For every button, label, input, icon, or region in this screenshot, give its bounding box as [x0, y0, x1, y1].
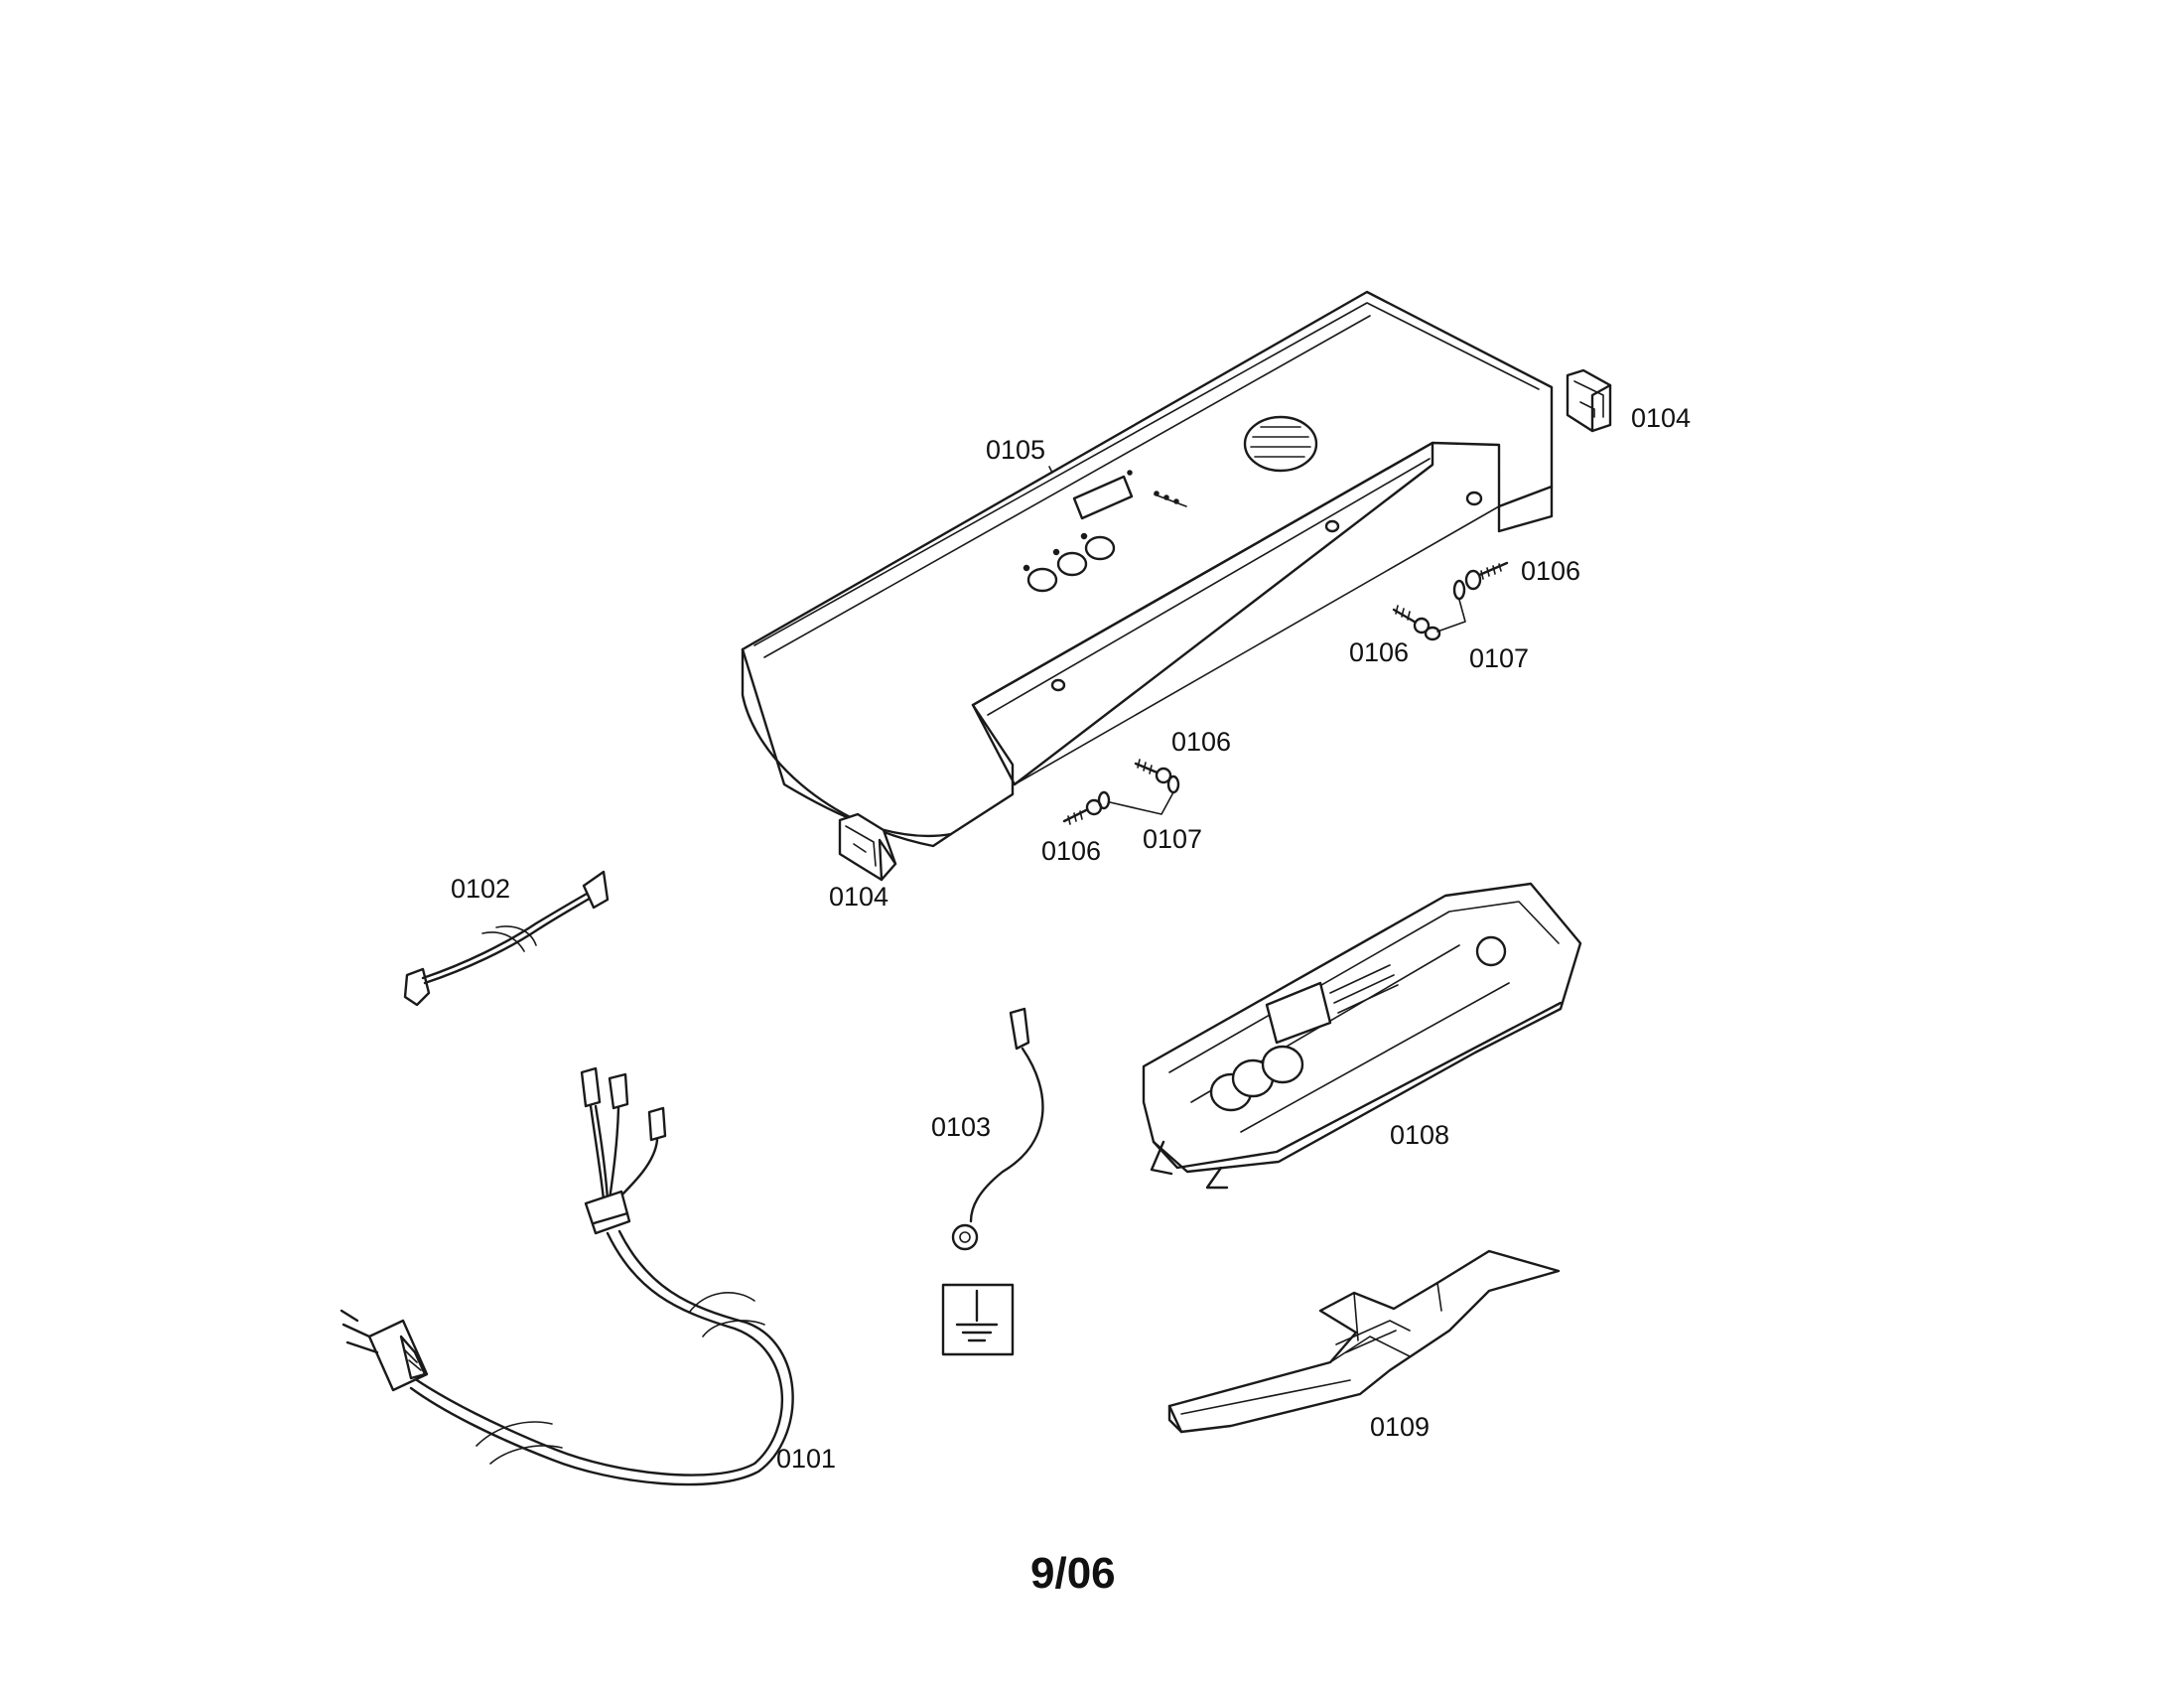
label-0109: 0109	[1370, 1412, 1431, 1442]
ground-symbol-icon	[941, 1283, 1015, 1356]
mounting-bracket-part	[1167, 1249, 1561, 1434]
control-panel-part	[741, 290, 1554, 848]
wire-harness-short	[403, 870, 610, 1007]
control-module-part	[1142, 882, 1582, 1190]
label-0107-a: 0107	[1469, 643, 1530, 673]
power-cord-part	[340, 1066, 794, 1486]
mounting-clip-left	[838, 812, 897, 882]
label-0106-d: 0106	[1041, 836, 1102, 866]
mounting-clip-right	[1566, 368, 1612, 433]
label-0105: 0105	[986, 435, 1046, 465]
label-0101: 0101	[776, 1444, 837, 1474]
label-0106-c: 0106	[1171, 727, 1232, 757]
label-0108: 0108	[1390, 1120, 1450, 1150]
label-0103: 0103	[931, 1112, 992, 1142]
screw-group-left	[1062, 759, 1180, 825]
label-0106-a: 0106	[1521, 556, 1581, 586]
label-0104-left: 0104	[829, 882, 889, 912]
ground-wire-part	[941, 1007, 1044, 1356]
label-0102: 0102	[451, 874, 511, 904]
label-0104-right: 0104	[1631, 403, 1692, 433]
screw-group-right	[1392, 561, 1509, 641]
leader-0105	[1048, 466, 1053, 474]
label-0107-b: 0107	[1143, 824, 1203, 854]
label-0106-b: 0106	[1349, 637, 1410, 667]
date-code: 9/06	[1030, 1549, 1116, 1598]
